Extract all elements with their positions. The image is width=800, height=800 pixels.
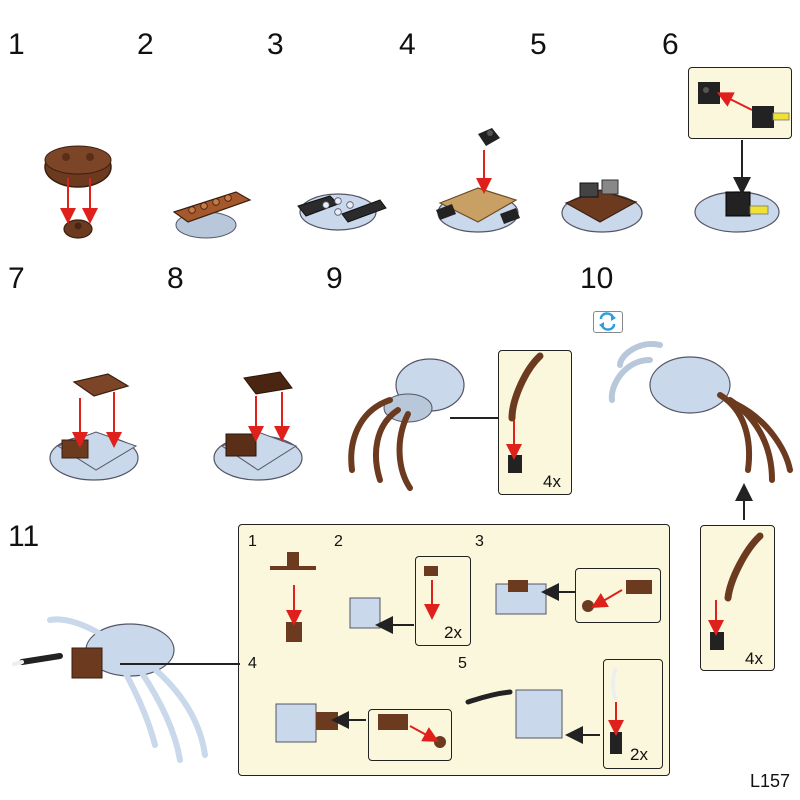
step9-build (348, 352, 544, 491)
step1-parts (44, 145, 112, 239)
step-number-5: 5 (530, 28, 547, 61)
step-number-2: 2 (137, 28, 154, 61)
step3-build (297, 193, 387, 231)
sub-step-parts (270, 552, 652, 754)
step4-build (436, 128, 520, 233)
step-number-10: 10 (580, 262, 614, 295)
step9-quantity: 4x (543, 472, 561, 491)
rotate-model-icon (593, 311, 623, 333)
sub3-callout (575, 568, 661, 623)
step-number-7: 7 (8, 262, 25, 295)
sub-step-number-1: 1 (248, 533, 257, 550)
step5-build (561, 179, 643, 233)
step7-build (49, 373, 139, 481)
step-number-3: 3 (267, 28, 284, 61)
step-number-4: 4 (399, 28, 416, 61)
step-number-6: 6 (662, 28, 679, 61)
step11-build (12, 616, 240, 763)
step-number-8: 8 (167, 262, 184, 295)
step-number-11: 11 (8, 520, 40, 553)
sub-step-number-2: 2 (334, 533, 343, 550)
sub-step-number-4: 4 (248, 655, 257, 672)
sub-step-number-3: 3 (475, 533, 484, 550)
step-number-1: 1 (8, 28, 25, 61)
step10-build (608, 341, 793, 650)
model-code: L157 (749, 771, 790, 791)
sub5-quantity: 2x (630, 745, 648, 764)
step-number-9: 9 (326, 262, 343, 295)
sub-step-number-5: 5 (458, 655, 467, 672)
step10-quantity: 4x (745, 649, 763, 668)
step2-build (172, 191, 252, 239)
step6-build (694, 82, 790, 233)
step8-build (213, 371, 303, 481)
sub2-quantity: 2x (444, 623, 462, 642)
